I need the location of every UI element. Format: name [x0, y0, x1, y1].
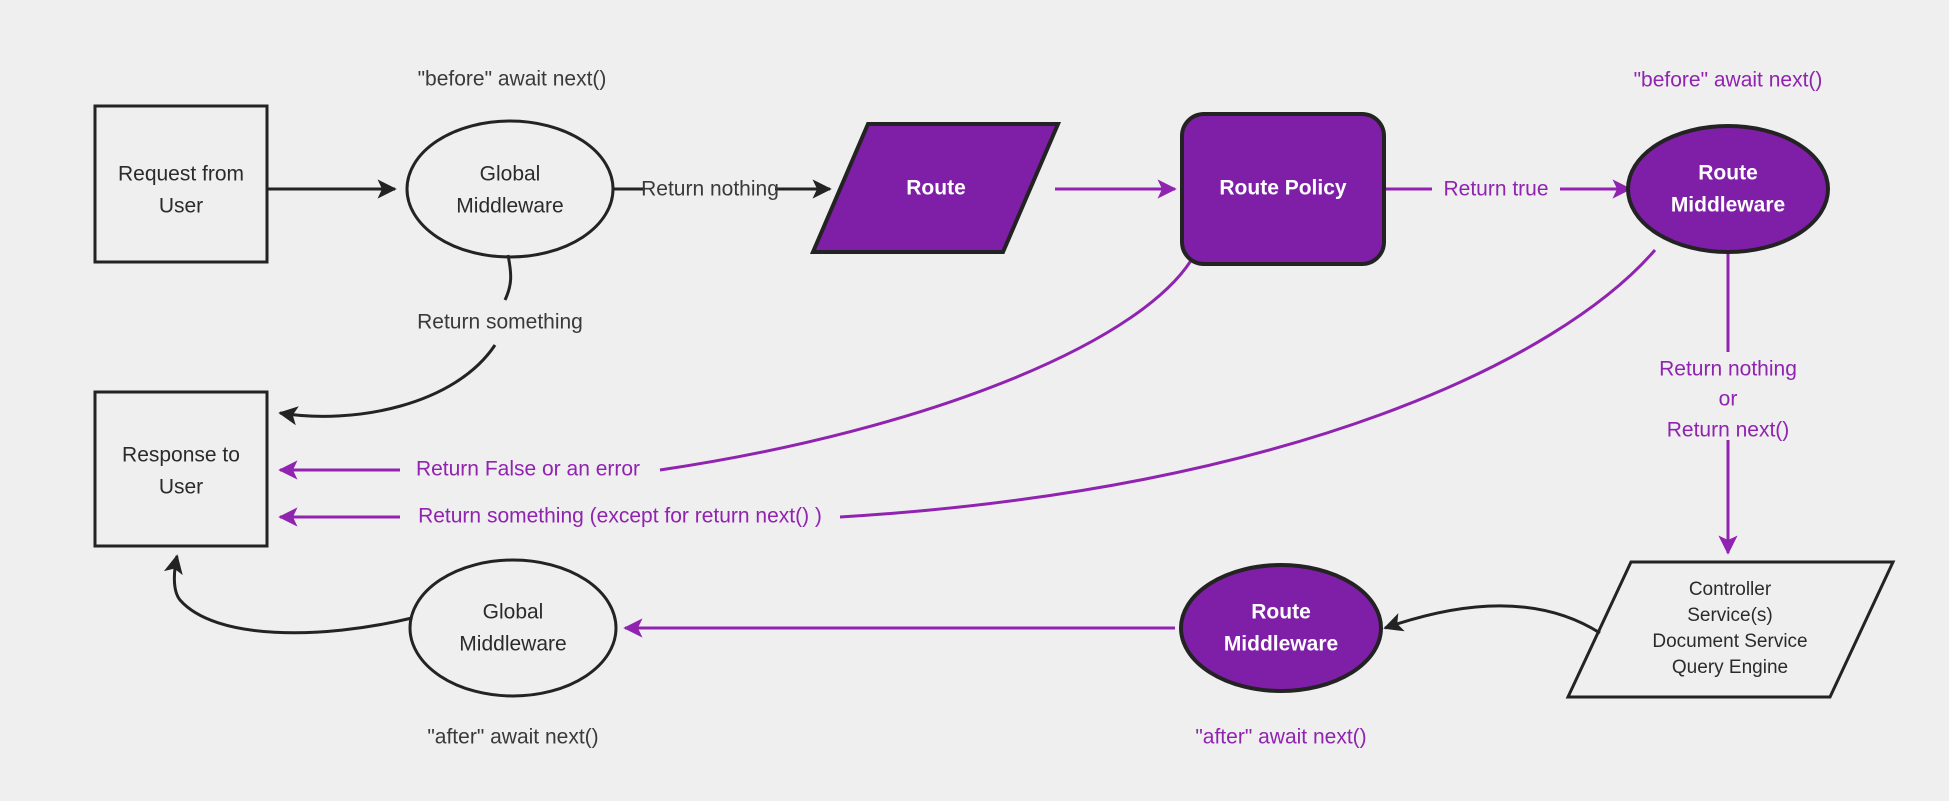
- node-global-middleware-top-label-line1: Global: [480, 163, 541, 186]
- annotation-after-await-next-global: "after" await next(): [427, 726, 598, 749]
- node-route-policy-label: Route Policy: [1219, 177, 1347, 200]
- edge-route-middleware-return-something-curve: [839, 249, 1657, 519]
- edge-label-return-true: Return true: [1443, 178, 1548, 201]
- node-route-shape[interactable]: [809, 122, 1062, 254]
- annotation-after-await-next-route: "after" await next(): [1195, 726, 1366, 749]
- edge-label-return-nothing-or-next-line2: or: [1719, 388, 1738, 411]
- edge-label-return-nothing-global: Return nothing: [641, 178, 779, 201]
- node-route-middleware-top-label-line1: Route: [1698, 162, 1758, 185]
- edge-label-return-something-except-next: Return something (except for return next…: [418, 505, 822, 528]
- node-global-middleware-bottom-label-line2: Middleware: [459, 633, 566, 656]
- edge-global-middleware-return-something-lower: [278, 344, 497, 426]
- node-controller-stack-shape[interactable]: [1565, 560, 1896, 699]
- node-controller-stack-label-line4: Query Engine: [1672, 657, 1788, 678]
- edge-label-return-nothing-or-next-line1: Return nothing: [1659, 358, 1797, 381]
- node-route-middleware-top-shape[interactable]: [1626, 124, 1830, 254]
- node-route-policy-shape[interactable]: [1180, 112, 1386, 266]
- node-route-middleware-bottom-label-line1: Route: [1251, 601, 1311, 624]
- node-controller-stack-label-line2: Service(s): [1687, 605, 1773, 626]
- edge-controller-to-route-middleware-bottom: [1383, 604, 1601, 635]
- annotation-before-await-next-global: "before" await next(): [418, 68, 607, 91]
- edge-global-middleware-bottom-to-response: [163, 554, 413, 635]
- node-route-label: Route: [906, 177, 966, 200]
- node-global-middleware-bottom-label-line1: Global: [483, 601, 544, 624]
- node-request-from-user-label-line1: Request from: [118, 163, 244, 186]
- edge-label-return-false-or-error: Return False or an error: [416, 458, 640, 481]
- node-route-middleware-bottom-shape[interactable]: [1179, 563, 1383, 693]
- node-global-middleware-bottom-shape[interactable]: [408, 558, 618, 698]
- node-global-middleware-top-label-line2: Middleware: [456, 195, 563, 218]
- node-route-middleware-top-label-line2: Middleware: [1671, 194, 1785, 217]
- node-route-middleware-bottom-label-line2: Middleware: [1224, 633, 1338, 656]
- edge-label-return-nothing-or-next-line3: Return next(): [1667, 419, 1790, 442]
- node-response-to-user-label-line1: Response to: [122, 444, 240, 467]
- edge-label-return-something-global: Return something: [417, 311, 583, 334]
- node-controller-stack-label-line1: Controller: [1689, 579, 1772, 600]
- node-global-middleware-top-shape[interactable]: [405, 119, 615, 259]
- edge-global-middleware-return-something-upper: [503, 254, 513, 301]
- node-response-to-user-shape[interactable]: [93, 390, 269, 548]
- node-request-from-user-shape[interactable]: [93, 104, 269, 264]
- annotation-before-await-next-route: "before" await next(): [1634, 69, 1823, 92]
- node-response-to-user-label-line2: User: [159, 476, 203, 499]
- node-controller-stack-label-line3: Document Service: [1652, 631, 1807, 652]
- edge-route-policy-return-false-curve: [659, 251, 1198, 472]
- node-request-from-user-label-line2: User: [159, 195, 203, 218]
